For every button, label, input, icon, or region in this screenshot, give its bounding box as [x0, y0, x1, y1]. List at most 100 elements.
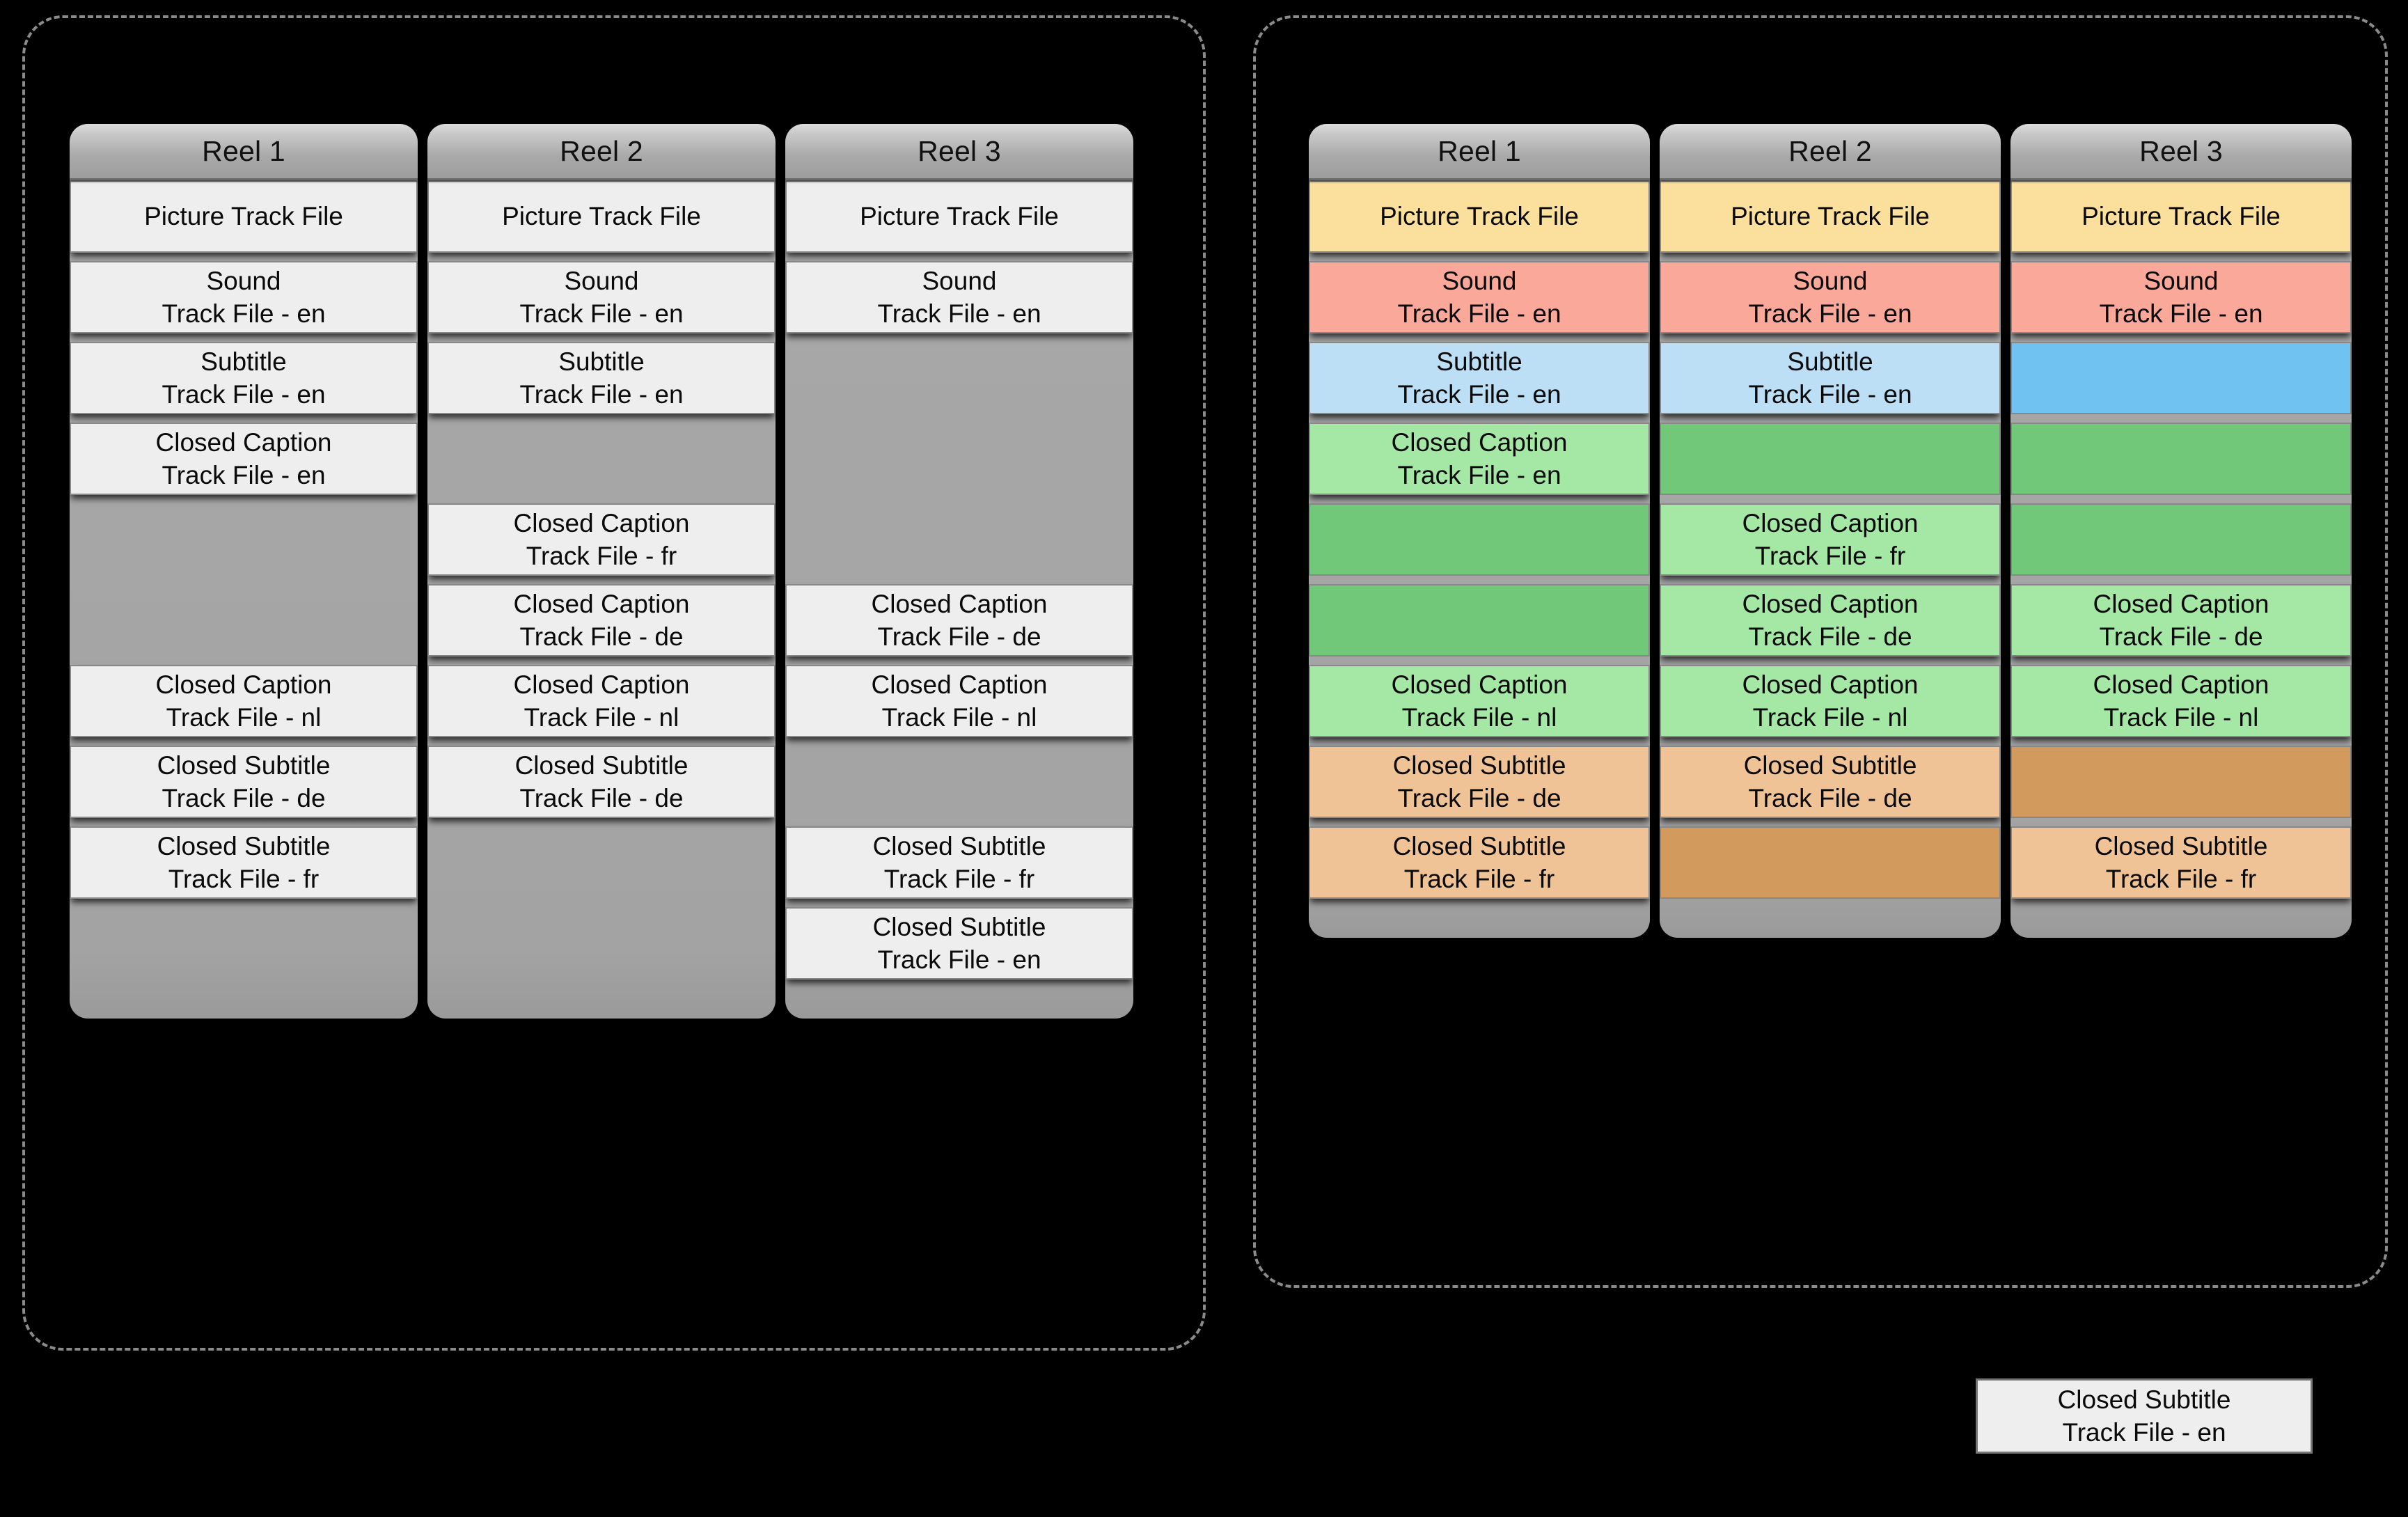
track-card-line2: Track File - en: [162, 461, 326, 489]
track-card-line2: Track File - en: [877, 945, 1041, 974]
track-slot: [70, 503, 418, 576]
track-card-line1: Sound: [1793, 266, 1868, 295]
track-slot: Picture Track File: [70, 180, 418, 253]
track-file-card[interactable]: Picture Track File: [70, 180, 418, 253]
track-file-card[interactable]: Picture Track File: [427, 180, 776, 253]
track-card-line2: Track File - en: [162, 380, 326, 409]
reel-header[interactable]: Reel 2: [1660, 124, 2001, 180]
track-file-card[interactable]: Picture Track File: [785, 180, 1133, 253]
track-file-card[interactable]: Picture Track File: [1660, 180, 2001, 253]
track-card-line1: Closed Subtitle: [157, 831, 331, 860]
track-card-line1: Closed Caption: [2093, 589, 2269, 618]
track-card-line2: Track File - de: [162, 784, 326, 812]
track-card-line1: Subtitle: [1787, 347, 1873, 376]
reel-header[interactable]: Reel 3: [2010, 124, 2352, 180]
track-card-line2: Track File - en: [162, 299, 326, 328]
track-card-line1: Closed Caption: [1742, 508, 1919, 537]
track-slot: [427, 907, 776, 980]
track-card-line2: Track File - fr: [168, 865, 320, 893]
track-slot: Picture Track File: [427, 180, 776, 253]
track-card-line1: Closed Caption: [871, 670, 1048, 699]
track-slot: Picture Track File: [1309, 180, 1650, 253]
track-slot: [1660, 826, 2001, 899]
track-slot: Picture Track File: [1660, 180, 2001, 253]
standalone-track-file-box[interactable]: Closed Subtitle Track File - en: [1976, 1378, 2313, 1454]
track-card-line1: Closed Subtitle: [872, 912, 1046, 941]
reel-header[interactable]: Reel 2: [427, 124, 776, 180]
reel-header[interactable]: Reel 3: [785, 124, 1133, 180]
track-card-line2: Track File - de: [1748, 622, 1912, 651]
track-slot: [427, 423, 776, 495]
track-slot: [1309, 503, 1650, 576]
track-card-line1: Closed Caption: [1742, 589, 1919, 618]
track-card-line2: Track File - nl: [881, 703, 1037, 732]
track-card-line2: Track File - en: [1397, 461, 1561, 489]
track-card-line2: Track File - en: [1397, 380, 1561, 409]
track-card-line1: Closed Caption: [2093, 670, 2269, 699]
track-file-card[interactable]: Picture Track File: [1309, 180, 1650, 253]
reel-header[interactable]: Reel 1: [70, 124, 418, 180]
track-slot: [785, 746, 1133, 818]
track-card-line2: Track File - de: [877, 622, 1041, 651]
track-card-line1: Closed Subtitle: [2094, 831, 2268, 860]
track-card-line2: Track File - de: [519, 784, 684, 812]
track-card-line1: Closed Subtitle: [1392, 750, 1566, 780]
track-card-line1: Closed Caption: [513, 670, 690, 699]
track-card-line2: Track File - de: [2099, 622, 2263, 651]
track-file-card[interactable]: Picture Track File: [2010, 180, 2352, 253]
track-card-line1: Picture Track File: [1380, 202, 1579, 231]
reel-header[interactable]: Reel 1: [1309, 124, 1650, 180]
track-card-line1: Sound: [2143, 266, 2219, 295]
filler-track-block: [1660, 423, 2001, 495]
track-card-line2: Track File - de: [519, 622, 684, 651]
